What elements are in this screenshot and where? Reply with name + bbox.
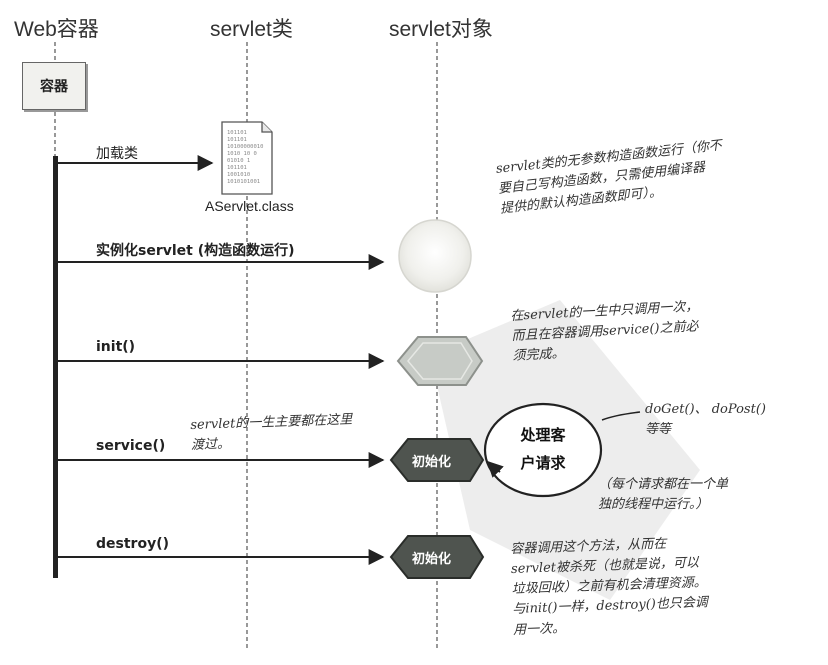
servlet-object-ghost-circle: [398, 219, 472, 293]
svg-text:101101: 101101: [227, 130, 247, 136]
svg-text:01010 1: 01010 1: [227, 158, 250, 164]
note-thread-line-1: （每个请求都在一个单: [598, 477, 729, 492]
note-destroy: 容器调用这个方法，从而在 servlet被杀死（也就是说，可以 垃圾回收）之前有…: [510, 533, 709, 640]
servlet-object-service-hexagon: [389, 438, 485, 482]
class-file-icon: 101101 101101 10100000010 1010 10 0 0101…: [221, 121, 273, 195]
web-container-activation-bar: [53, 156, 58, 578]
handle-request-label-line-2: 户请求: [520, 454, 566, 472]
svg-text:1010101001: 1010101001: [227, 179, 260, 185]
svg-text:101101: 101101: [227, 137, 247, 143]
container-box: 容器: [22, 62, 86, 110]
svg-text:101101: 101101: [227, 165, 247, 171]
note-init: 在servlet的一生中只调用一次， 而且在容器调用service()之前必 须…: [510, 297, 701, 367]
destroy-hexagon-label: 初始化: [412, 552, 452, 567]
doget-pointer-line: [601, 411, 641, 421]
svg-text:10100000010: 10100000010: [227, 144, 263, 150]
svg-text:1010 10 0: 1010 10 0: [227, 151, 257, 157]
svg-text:1001010: 1001010: [227, 172, 250, 178]
column-title-web-container: Web容器: [14, 18, 99, 41]
servlet-object-destroy-hexagon: [389, 535, 485, 579]
note-service-life: servlet的一生主要都在这里 渡过。: [190, 410, 353, 456]
handle-request-circle: [483, 402, 603, 498]
note-doget: doGet()、 doPost() 等等: [645, 400, 766, 440]
container-box-label: 容器: [40, 79, 68, 95]
handle-request-label-line-1: 处理客: [520, 426, 566, 444]
init-hexagon-highlight: [407, 342, 473, 380]
step-destroy-label: destroy(): [96, 536, 169, 552]
service-hexagon-label: 初始化: [412, 455, 452, 470]
column-title-servlet-class: servlet类: [210, 18, 293, 41]
class-file-name: AServlet.class: [205, 198, 294, 214]
note-thread-line-2: 独的线程中运行。）: [598, 497, 709, 513]
step-service-label: service(): [96, 438, 166, 454]
column-title-servlet-object: servlet对象: [389, 18, 493, 41]
handle-request-label: 处理客 户请求: [505, 421, 581, 477]
note-doget-line-2: 等等: [645, 422, 672, 438]
handle-request-arrow: [486, 460, 504, 478]
step-init-label: init(): [96, 339, 136, 355]
note-doget-line-1: doGet()、 doPost(): [645, 402, 766, 417]
step-load-label: 加载类: [96, 146, 138, 162]
servlet-object-init-hexagon: [396, 336, 484, 386]
note-thread: （每个请求都在一个单 独的线程中运行。）: [598, 475, 728, 515]
step-instantiate-label: 实例化servlet (构造函数运行): [96, 243, 295, 259]
